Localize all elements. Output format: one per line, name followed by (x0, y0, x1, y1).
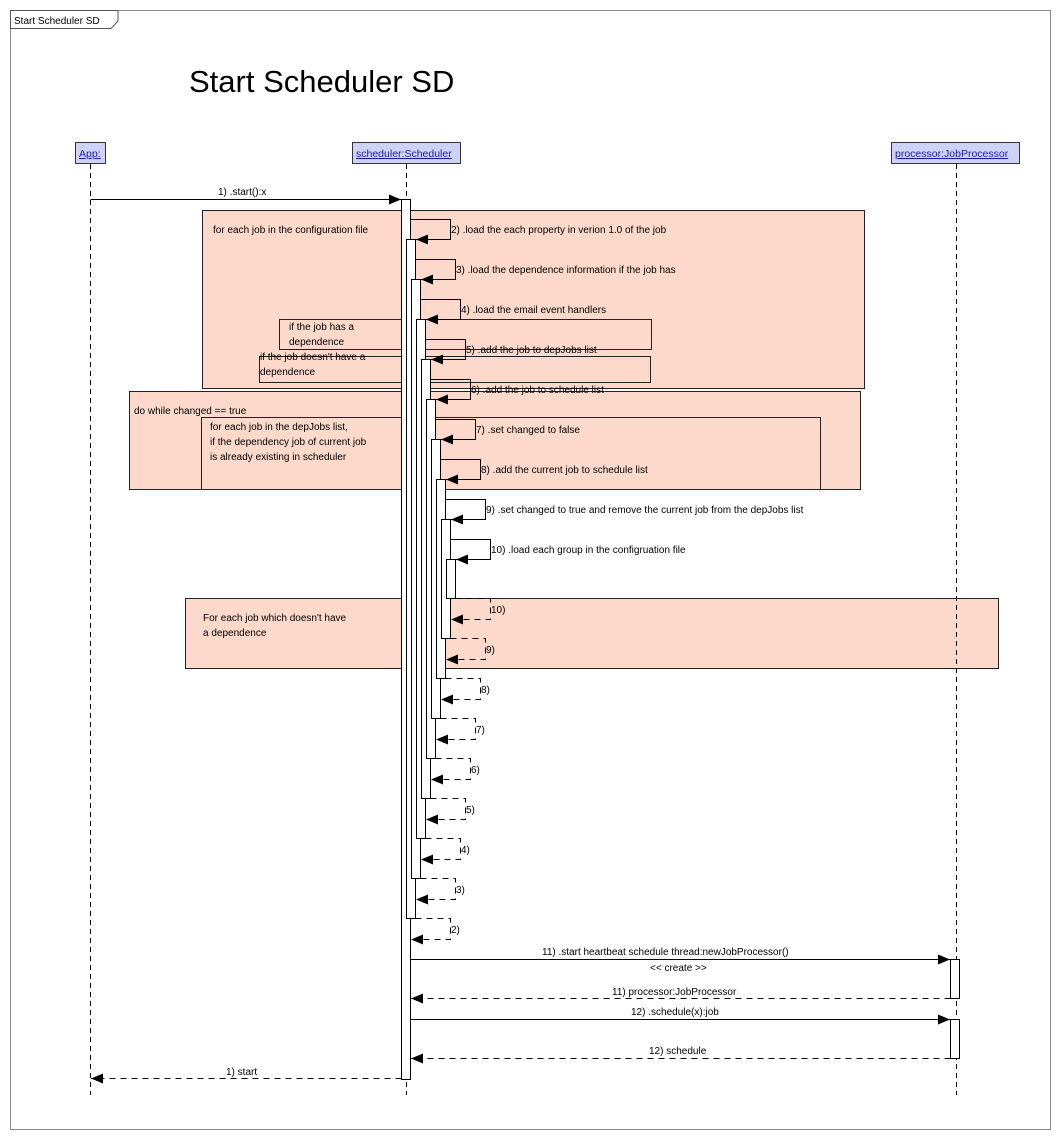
return-label: 3) (456, 885, 465, 896)
fragment-no-dep (259, 356, 651, 383)
message-label: 1) .start():x (218, 187, 266, 198)
message-label: 9) .set changed to true and remove the c… (486, 505, 804, 516)
return-label: 10) (491, 605, 505, 616)
activation-bar (950, 1019, 960, 1059)
diagram-frame (10, 10, 1051, 1130)
return-label: 12) schedule (649, 1046, 707, 1057)
return-label: 9) (486, 645, 495, 656)
activation-bar (446, 559, 456, 599)
return-label: 4) (461, 845, 470, 856)
message-label: 7) .set changed to false (476, 425, 580, 436)
fragment-label: dependence (260, 367, 315, 378)
return-label: 7) (476, 725, 485, 736)
self-message-arrow (440, 459, 481, 485)
return-label: 11) processor:JobProcessor (612, 987, 737, 998)
return-label: 6) (471, 765, 480, 776)
return-label: 5) (466, 805, 475, 816)
frame-tab (10, 10, 119, 29)
fragment-depjobs-loop (201, 417, 821, 490)
fragment-label: is already existing in scheduler (210, 452, 347, 463)
message-label: 4) .load the email event handlers (461, 305, 606, 316)
lifeline-label-processor: processor:JobProcessor (895, 148, 1009, 160)
lifeline-label-app: App: (79, 148, 101, 160)
message-label: 10) .load each group in the configruatio… (491, 545, 686, 556)
self-message-arrow (420, 299, 461, 325)
activation-bar (950, 959, 960, 999)
lifeline-label-scheduler: scheduler:Scheduler (356, 148, 452, 160)
message-label: 2) .load the each property in verion 1.0… (451, 225, 667, 236)
return-label: 2) (451, 925, 460, 936)
return-label: 1) start (226, 1067, 257, 1078)
message-label: 8) .add the current job to schedule list (481, 465, 648, 476)
lifeline-head-scheduler[interactable] (352, 142, 461, 164)
self-message-arrow (425, 339, 466, 365)
fragment-label: if the job doesn't have a (260, 352, 366, 363)
self-message-arrow (435, 419, 476, 445)
self-returns (411, 598, 491, 945)
message-label: 6) .add the job to schedule list (471, 385, 604, 396)
return-label: 8) (481, 685, 490, 696)
fragment-label: if the dependency job of current job (210, 437, 367, 448)
message-stereotype: << create >> (650, 963, 707, 974)
message-label: 11) .start heartbeat schedule thread:new… (542, 947, 789, 958)
fragment-label: a dependence (203, 628, 267, 639)
self-message-arrow (445, 499, 486, 525)
frame-tab-label: Start Scheduler SD (14, 16, 100, 27)
lifeline-head-app[interactable] (75, 142, 106, 164)
fragment-label: if the job has a (289, 322, 354, 333)
fragment-label: dependence (289, 337, 344, 348)
fragment-label: do while changed == true (134, 406, 247, 417)
self-message-arrow (450, 539, 491, 565)
lifeline-head-processor[interactable] (891, 142, 1020, 164)
diagram-title: Start Scheduler SD (189, 64, 454, 99)
self-message-arrow (410, 219, 451, 245)
fragment-no-dep-jobs (185, 598, 999, 669)
fragment-label: For each job which doesn't have (203, 613, 347, 624)
self-message-arrow (415, 259, 456, 285)
self-message-arrow (430, 379, 471, 405)
message-label: 3) .load the dependence information if t… (456, 265, 676, 276)
fragment-label: for each job in the configuration file (213, 225, 369, 236)
message-label: 12) .schedule(x):job (631, 1007, 719, 1018)
fragment-label: for each job in the depJobs list, (210, 422, 348, 433)
message-label: 5) .add the job to depJobs list (466, 345, 597, 356)
